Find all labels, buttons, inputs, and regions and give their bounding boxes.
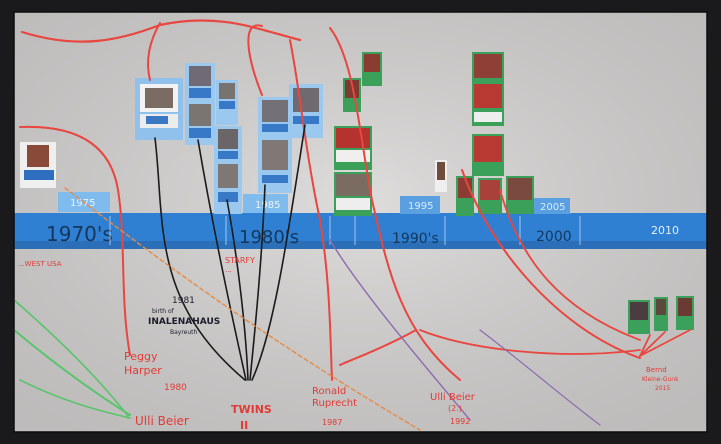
photo-card (258, 97, 292, 193)
year-chip-label: 1995 (408, 201, 433, 212)
decade-label: 2010 (651, 224, 679, 237)
note-bernd: Bernd Kleine-Gunk 2015 (642, 366, 679, 392)
svg-text:II: II (240, 419, 248, 432)
svg-text:TWINS: TWINS (231, 403, 272, 416)
note-peggy: Peggy Harper 1980 (124, 350, 187, 393)
photo-card (185, 63, 215, 145)
note-ronald: Ronald Ruprecht 1987 (312, 386, 357, 427)
year-chip-label: 2005 (540, 202, 565, 213)
note-ulli-mid: Ulli Beier (2.) 1992 (430, 392, 476, 426)
decade-label: 2000 (536, 229, 572, 245)
note-twins: TWINS II (231, 403, 272, 432)
photo-card (214, 126, 242, 214)
decade-label: 1970's (46, 222, 113, 246)
year-chip-1995 (400, 196, 440, 214)
note-birth: 1981 birth of INALENAHAUS Bayreuth (148, 296, 220, 336)
note-ulli-left: Ulli Beier (135, 414, 189, 428)
svg-text:1987: 1987 (322, 418, 342, 427)
svg-text:Ronald: Ronald (312, 386, 346, 397)
svg-text:Peggy: Peggy (124, 350, 158, 363)
decade-label: 1990's (392, 231, 439, 247)
svg-text:Bayreuth: Bayreuth (170, 329, 198, 336)
svg-text:Bernd: Bernd (646, 366, 667, 374)
year-chip-2005 (534, 198, 570, 214)
svg-text:Kleine-Gunk: Kleine-Gunk (642, 376, 679, 383)
svg-text:Harper: Harper (124, 364, 162, 377)
photo-card (435, 52, 534, 216)
photo-card (20, 142, 56, 188)
svg-text:Ruprecht: Ruprecht (312, 398, 357, 409)
svg-text:INALENAHAUS: INALENAHAUS (148, 317, 220, 327)
year-chip-label: 1985 (255, 200, 280, 211)
svg-text:2015: 2015 (655, 385, 670, 392)
svg-text:(2.): (2.) (448, 404, 462, 413)
photo-card (135, 78, 183, 140)
photo-card (334, 52, 382, 216)
photo-card (628, 296, 694, 334)
note-red-1980s: STARFY ... (225, 256, 255, 274)
svg-text:1981: 1981 (172, 296, 195, 306)
svg-text:birth of: birth of (152, 308, 175, 315)
svg-text:...: ... (225, 266, 232, 274)
svg-text:1980: 1980 (164, 383, 187, 393)
decade-label: 1980's (239, 227, 299, 248)
year-chip-label: 1975 (70, 198, 95, 209)
note-left-upper: ...WEST USA (18, 260, 62, 268)
svg-text:Ulli Beier: Ulli Beier (430, 392, 476, 403)
svg-text:1992: 1992 (450, 417, 470, 426)
svg-text:STARFY: STARFY (225, 256, 255, 265)
photo-card (216, 80, 238, 125)
year-chip-1985 (243, 194, 288, 213)
photo-card (289, 84, 323, 138)
